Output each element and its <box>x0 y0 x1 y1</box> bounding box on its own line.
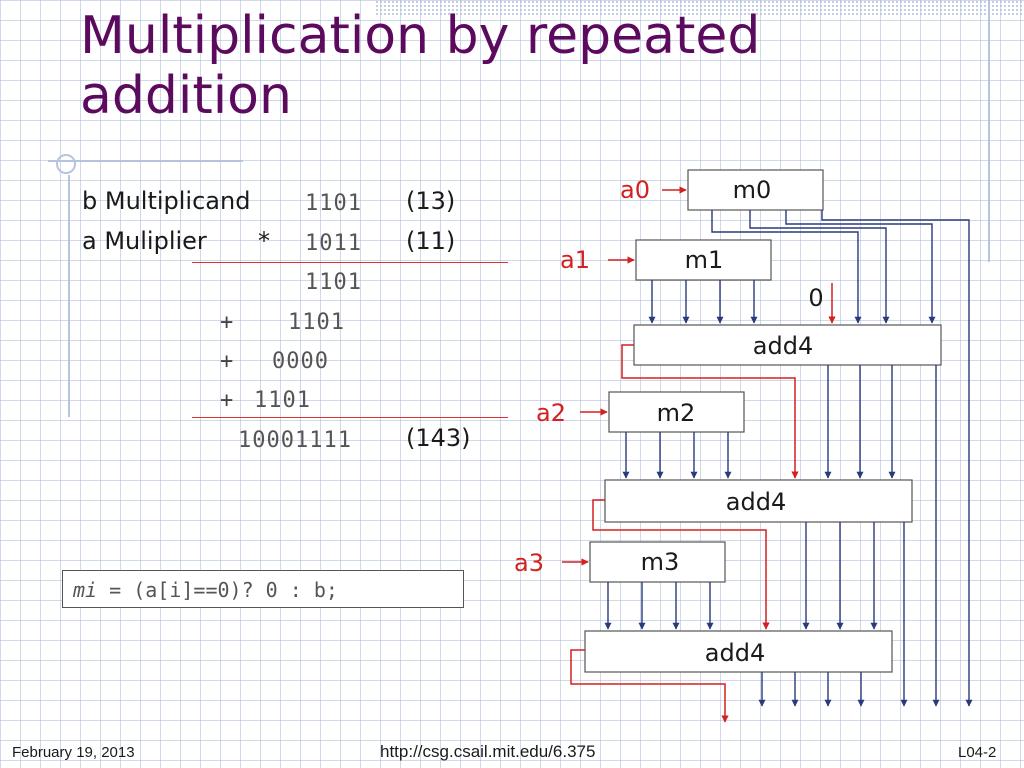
m0-wire-3 <box>821 210 973 707</box>
m2-block <box>608 391 745 433</box>
multiplier-bits: 1011 <box>305 231 362 256</box>
m3-block <box>589 541 726 583</box>
slide-number: L04-2 <box>958 744 997 761</box>
multiplier-label: a Muliplier <box>82 227 207 255</box>
footer-date: February 19, 2013 <box>12 744 135 761</box>
partial-product-2: 0000 <box>272 349 329 374</box>
decorative-circle-icon <box>56 154 76 174</box>
m0-block <box>687 169 824 211</box>
carry-wire-3 <box>570 649 729 723</box>
m1-block <box>635 239 772 281</box>
a1-label: a1 <box>560 246 590 274</box>
partial-product-3: 1101 <box>254 388 311 413</box>
code-expression: = (a[i]==0)? 0 : b; <box>97 578 338 602</box>
multiply-operator: * <box>258 227 270 255</box>
footer-url[interactable]: http://csg.csail.mit.edu/6.375 <box>380 742 596 761</box>
carry-wire-2 <box>592 499 770 630</box>
partial-2-operator: + <box>220 349 234 374</box>
add4-block-1 <box>633 324 942 366</box>
multiplicand-label: b Multiplicand <box>82 187 251 215</box>
m1-label: m1 <box>685 246 724 274</box>
m2-label: m2 <box>657 399 696 427</box>
zero-input-label: 0 <box>808 284 823 312</box>
result-decimal: (143) <box>406 424 471 452</box>
partial-1-operator: + <box>220 310 234 335</box>
a0-label: a0 <box>620 176 650 204</box>
title-line-2: addition <box>80 66 292 126</box>
decorative-horizontal-line <box>48 160 243 162</box>
multiplier-decimal: (11) <box>406 227 456 255</box>
add4-label-3: add4 <box>705 639 765 667</box>
multiplicand-bits: 1101 <box>305 191 362 216</box>
code-variable: mi <box>73 578 98 602</box>
m0-wire-2 <box>785 210 936 324</box>
result-bits: 10001111 <box>238 428 352 453</box>
decorative-vertical-line-right <box>988 0 990 262</box>
add4-label-2: add4 <box>726 488 786 516</box>
title-line-1: Multiplication by repeated <box>80 6 761 66</box>
a3-label: a3 <box>514 549 544 577</box>
sum-rule-bottom <box>192 417 508 418</box>
a2-label: a2 <box>536 399 566 427</box>
m3-label: m3 <box>641 548 680 576</box>
multiplicand-decimal: (13) <box>406 187 456 215</box>
sum-rule-top <box>192 262 508 263</box>
add4-block-3 <box>584 630 893 673</box>
decorative-vertical-line <box>68 175 70 417</box>
partial-product-1: 1101 <box>288 310 345 335</box>
decorative-dotted-band <box>375 0 1024 16</box>
m0-wire-1 <box>749 210 890 324</box>
partial-3-operator: + <box>220 388 234 413</box>
add4-label-1: add4 <box>753 332 813 360</box>
m0-wire-0 <box>711 210 862 324</box>
carry-wire-1 <box>621 344 799 479</box>
partial-product-0: 1101 <box>305 270 362 295</box>
add4-block-2 <box>604 479 913 523</box>
slide-title: Multiplication by repeated addition <box>80 6 960 126</box>
m0-label: m0 <box>733 176 772 204</box>
code-box: mi = (a[i]==0)? 0 : b; <box>62 570 464 608</box>
